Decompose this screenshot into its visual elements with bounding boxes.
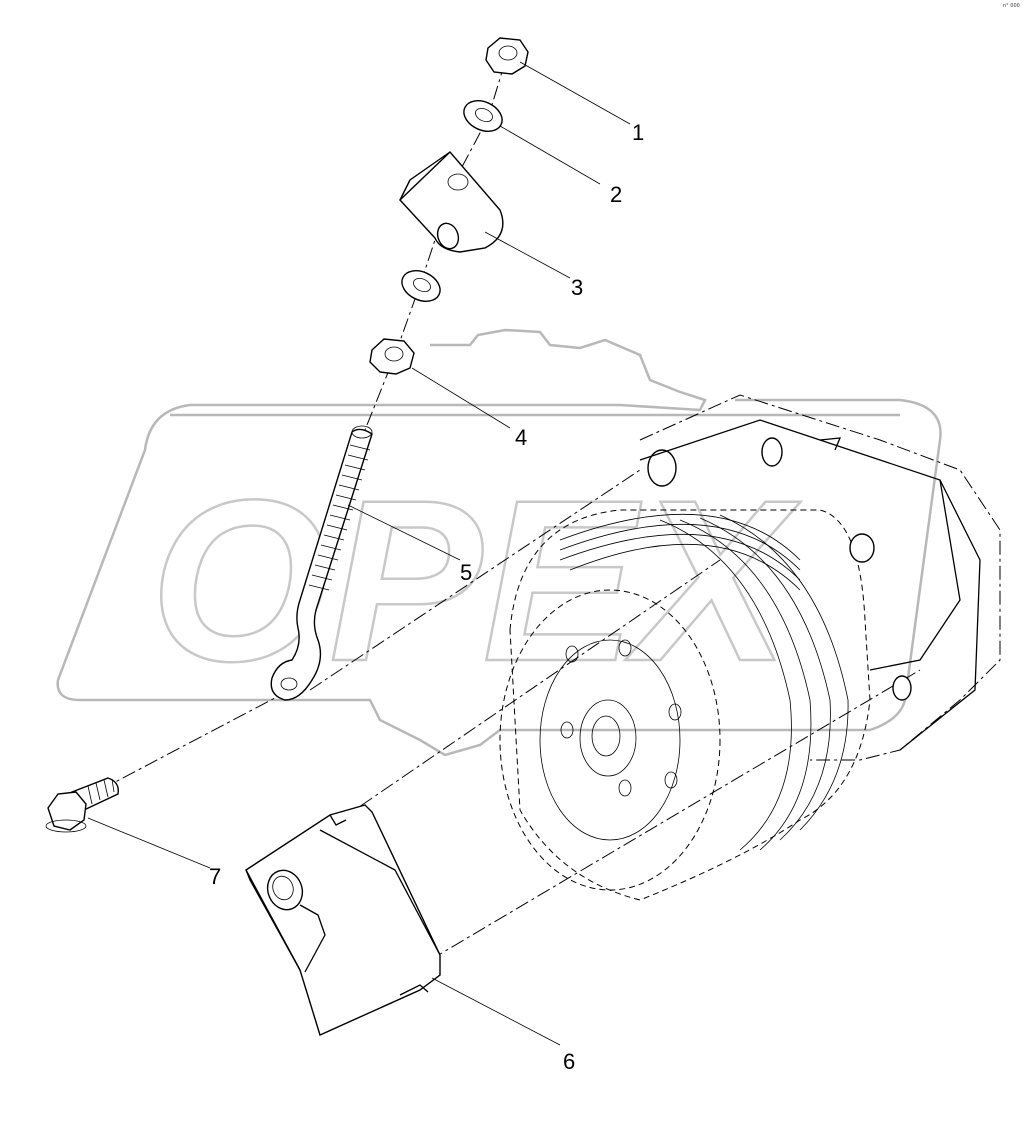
callout-group: 1 2 3 4 5 6 7 [87, 61, 644, 1074]
leader-line-7 [87, 817, 211, 869]
part-7-flange-bolt [45, 777, 119, 833]
leader-line-3 [484, 231, 571, 279]
washer-lower [401, 270, 441, 302]
bracket-axis-top [339, 559, 721, 821]
alternator-assembly [499, 394, 1001, 901]
part-5-eye-rod [270, 425, 373, 701]
corner-tag: n° 000 [1003, 3, 1020, 9]
leader-line-4 [411, 367, 511, 429]
callout-6: 6 [563, 1049, 575, 1074]
part-6-bracket [245, 804, 441, 1036]
part-4-nut [369, 338, 415, 375]
leader-line-1 [519, 61, 631, 125]
callout-4: 4 [515, 425, 527, 450]
leader-line-5 [347, 504, 461, 561]
bracket-axis-bottom [429, 669, 921, 961]
callout-5: 5 [460, 560, 472, 585]
callout-2: 2 [610, 182, 622, 207]
watermark-logo: OPEX [56, 328, 942, 757]
leader-line-2 [499, 125, 601, 185]
watermark-text: OPEX [150, 452, 801, 709]
bolt-axis [99, 689, 291, 791]
rod-axis [309, 469, 641, 691]
callout-1: 1 [632, 120, 644, 145]
part-3-clamp-block [399, 150, 504, 253]
callout-3: 3 [571, 275, 583, 300]
callout-7: 7 [209, 864, 221, 889]
part-2-washer [463, 100, 503, 132]
leader-line-6 [431, 977, 561, 1046]
part-1-nut [485, 37, 529, 75]
